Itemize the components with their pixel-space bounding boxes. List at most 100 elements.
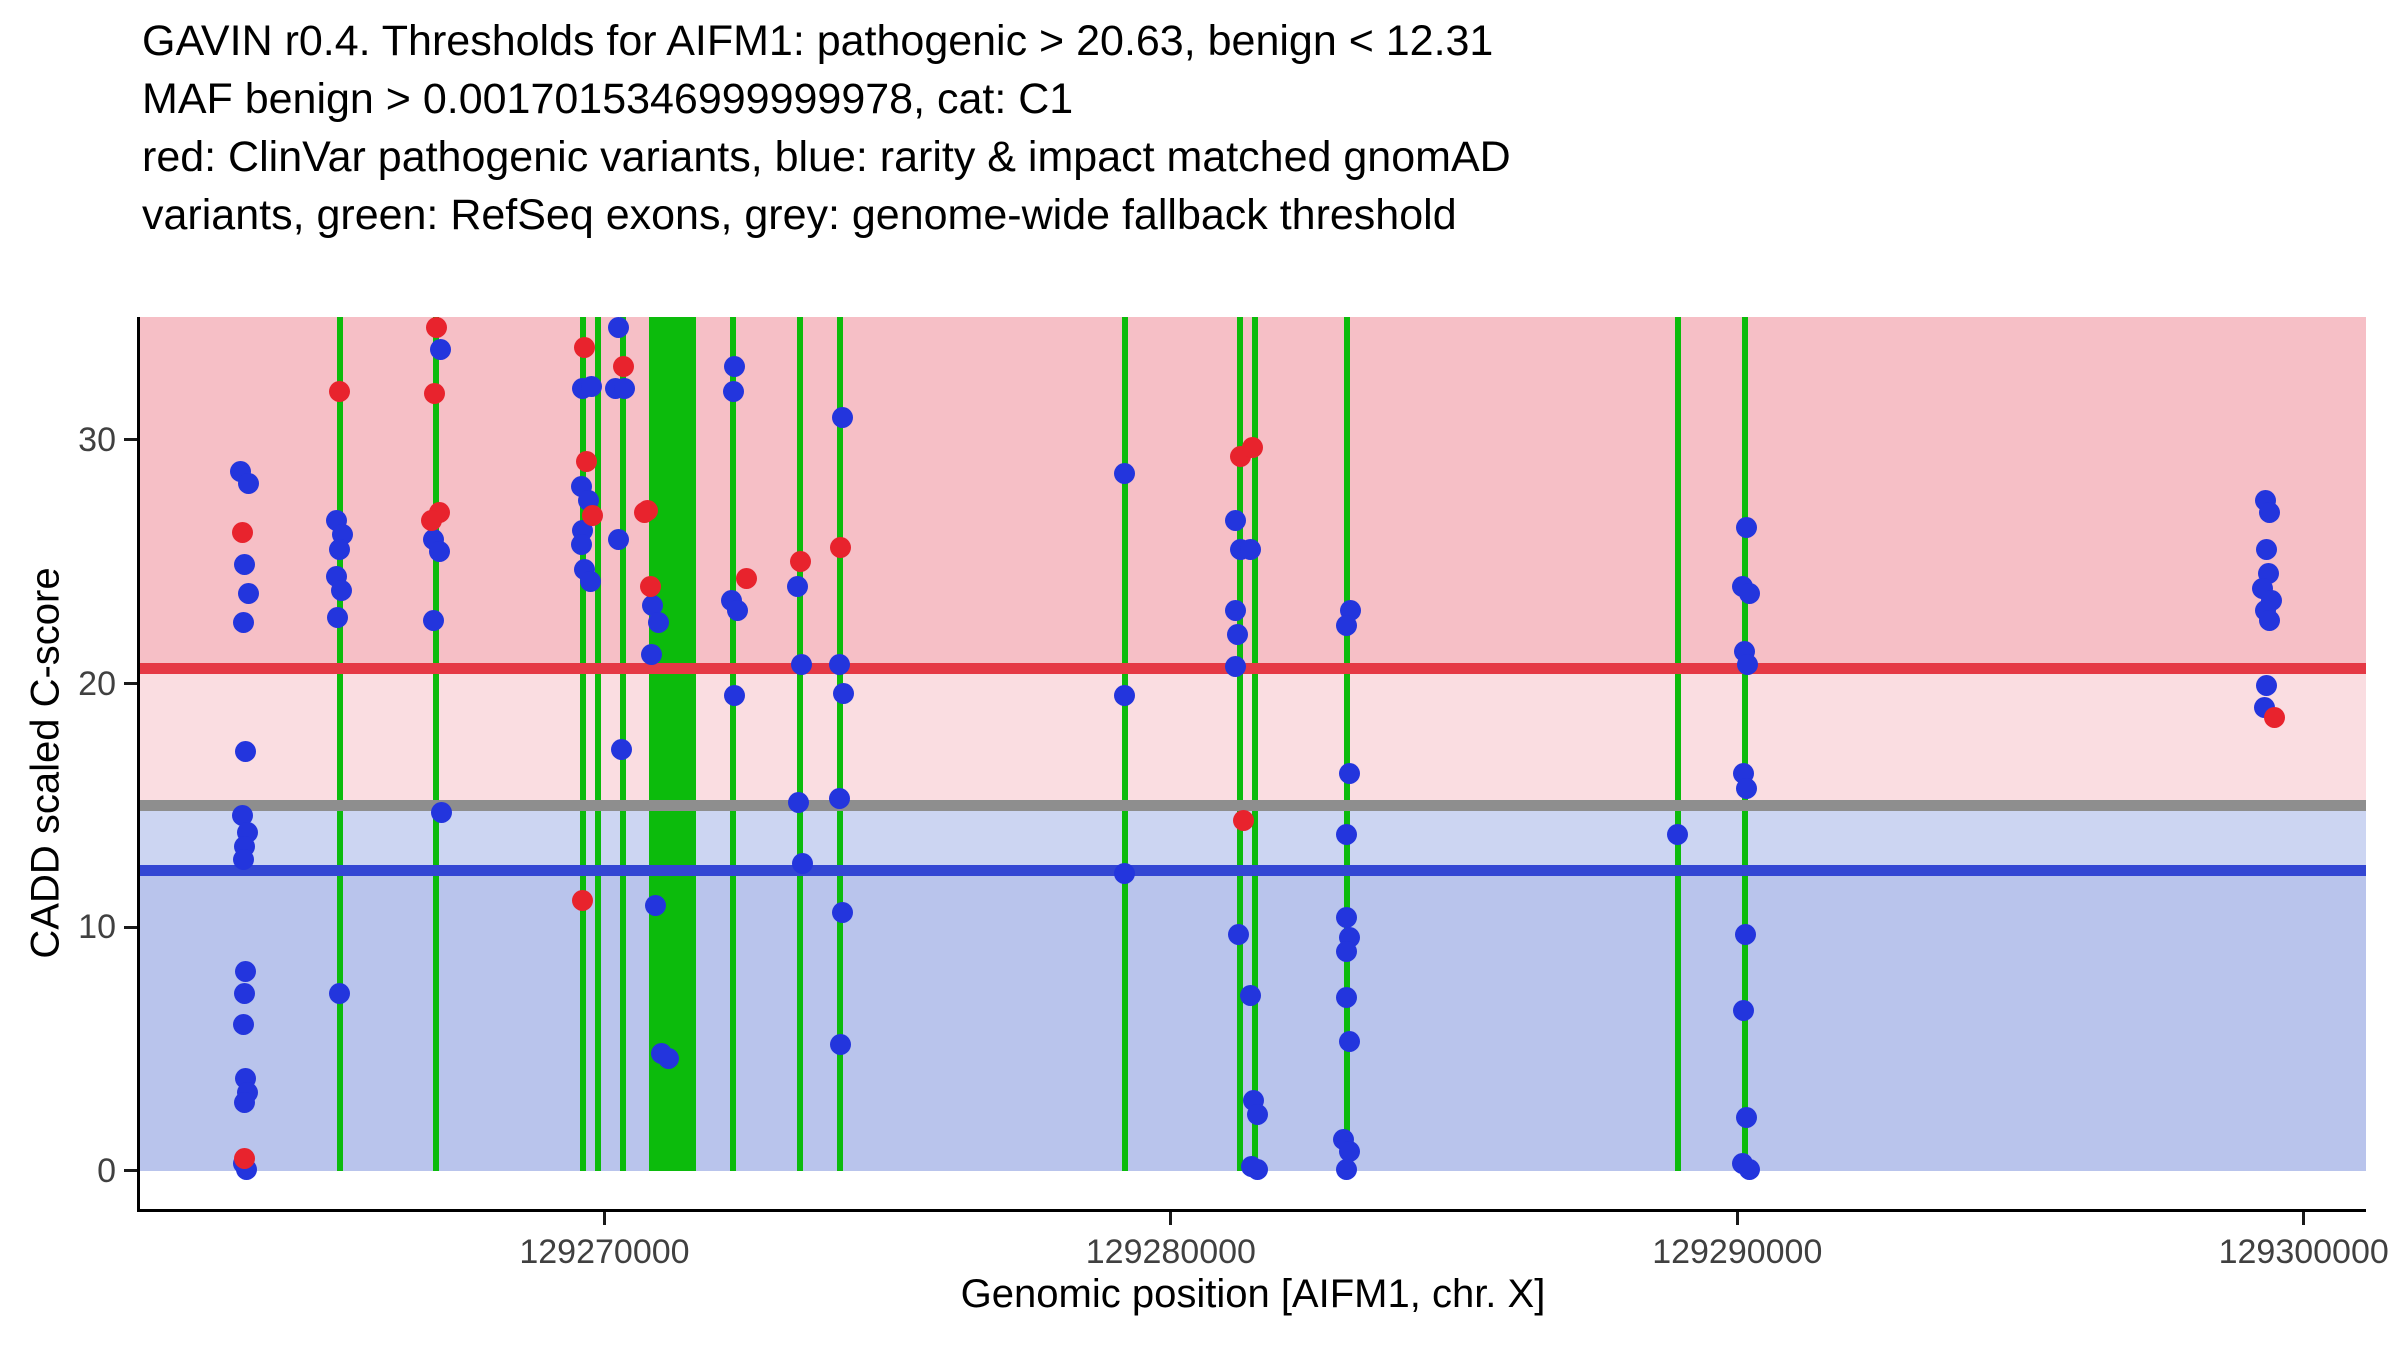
plot-panel (140, 317, 2366, 1209)
gnomad-variant-point (1736, 777, 1758, 799)
gnomad-variant-point (235, 960, 257, 982)
gnomad-variant-point (645, 894, 667, 916)
refseq-exon-block (649, 317, 697, 1171)
gnomad-variant-point (614, 378, 636, 400)
gnomad-variant-point (1225, 655, 1247, 677)
x-tick-label: 129290000 (1652, 1233, 1823, 1271)
gnomad-variant-point (1335, 824, 1357, 846)
clinvar-variant-point (829, 536, 851, 558)
gnomad-variant-point (1335, 907, 1357, 929)
gnomad-variant-point (1114, 863, 1136, 885)
gnomad-variant-point (648, 612, 670, 634)
x-axis-line (137, 1209, 2366, 1212)
gnomad-variant-point (787, 792, 809, 814)
y-axis-tick (124, 438, 137, 442)
clinvar-variant-point (234, 1148, 255, 1170)
gnomad-variant-point (326, 607, 348, 629)
gnomad-variant-point (233, 553, 255, 575)
x-axis-tick (1169, 1212, 1173, 1225)
gnomad-variant-point (1335, 614, 1357, 636)
gnomad-variant-point (1339, 1031, 1361, 1053)
refseq-exon-line (595, 317, 602, 1171)
gnomad-variant-point (1228, 924, 1250, 946)
gnomad-variant-point (727, 599, 749, 621)
clinvar-variant-point (421, 509, 443, 531)
gnomad-variant-point (2255, 539, 2277, 560)
gnomad-variant-point (1736, 517, 1758, 539)
clinvar-variant-point (231, 521, 253, 543)
gnomad-variant-point (2259, 502, 2281, 524)
gnomad-variant-point (1339, 1140, 1361, 1162)
gnomad-variant-point (232, 612, 254, 634)
gnomad-variant-point (1225, 599, 1247, 621)
gnomad-variant-point (608, 317, 630, 339)
clinvar-variant-point (424, 383, 446, 405)
gnomad-variant-point (423, 609, 445, 631)
gnomad-variant-point (611, 738, 633, 760)
gnomad-variant-point (234, 1092, 255, 1114)
x-axis-title: Genomic position [AIFM1, chr. X] (960, 1272, 1546, 1316)
gnomad-variant-point (831, 902, 853, 924)
gnomad-variant-point (723, 356, 745, 378)
clinvar-variant-point (1242, 436, 1264, 458)
clinvar-variant-point (576, 451, 598, 473)
gnomad-variant-point (237, 582, 259, 604)
refseq-exon-line (1252, 317, 1259, 1171)
refseq-exon-line (1741, 317, 1748, 1171)
gnomad-variant-point (331, 580, 353, 602)
gnomad-variant-point (429, 339, 451, 361)
gnomad-variant-point (329, 539, 351, 560)
gnomad-variant-point (1335, 941, 1357, 963)
gnomad-variant-point (1246, 1159, 1268, 1181)
clinvar-variant-point (574, 336, 596, 358)
gnomad-variant-point (430, 802, 452, 824)
gnomad-variant-point (1733, 999, 1755, 1021)
gnomad-variant-point (1239, 539, 1261, 560)
gnomad-variant-point (2255, 675, 2277, 697)
plot-title: GAVIN r0.4. Thresholds for AIFM1: pathog… (142, 12, 1511, 244)
clinvar-variant-point (2264, 707, 2286, 729)
plot-title-line-2: MAF benign > 0.0017015346999999978, cat:… (142, 75, 1074, 123)
gnomad-variant-point (828, 653, 850, 675)
gnomad-variant-point (1736, 1106, 1758, 1128)
x-tick-label: 129300000 (2218, 1233, 2389, 1271)
y-axis-title: CADD scaled C-score (23, 567, 68, 959)
plot-title-line-1: GAVIN r0.4. Thresholds for AIFM1: pathog… (142, 17, 1494, 65)
gnomad-variant-point (723, 380, 745, 402)
gnomad-variant-point (1114, 685, 1136, 707)
gnomad-variant-point (580, 570, 602, 592)
x-axis-tick (2302, 1212, 2306, 1225)
gnomad-variant-point (2259, 609, 2281, 631)
gnomad-variant-point (1336, 1159, 1358, 1181)
gnomad-variant-point (232, 848, 254, 870)
benign-threshold-line (140, 865, 2366, 877)
clinvar-variant-point (329, 380, 351, 402)
gnomad-variant-point (428, 541, 450, 563)
gnomad-variant-point (829, 787, 851, 809)
gnomad-variant-point (1738, 1159, 1760, 1181)
gnomad-variant-point (833, 682, 855, 704)
gnomad-variant-point (658, 1048, 680, 1070)
plot-title-line-3: red: ClinVar pathogenic variants, blue: … (142, 133, 1511, 181)
gnomad-variant-point (1338, 763, 1360, 785)
gnomad-variant-point (1734, 924, 1756, 946)
clinvar-variant-point (425, 317, 447, 339)
gnomad-variant-point (1224, 509, 1246, 531)
pathogenic-threshold-line (140, 662, 2366, 674)
gnomad-variant-point (1114, 463, 1136, 485)
refseq-exon-line (580, 317, 587, 1171)
refseq-exon-line (1236, 317, 1243, 1171)
x-tick-label: 129270000 (519, 1233, 690, 1271)
gnomad-variant-point (238, 473, 260, 495)
fallback-threshold-line (140, 799, 2366, 811)
clinvar-variant-point (633, 502, 655, 524)
gnomad-variant-point (329, 982, 351, 1004)
refseq-exon-line (1674, 317, 1681, 1171)
gnomad-variant-point (231, 804, 253, 826)
y-tick-label: 0 (97, 1151, 116, 1190)
gnomad-variant-point (790, 653, 812, 675)
refseq-exon-line (1343, 317, 1350, 1171)
clinvar-variant-point (1233, 809, 1255, 831)
refseq-exon-line (797, 317, 804, 1171)
refseq-exon-line (837, 317, 844, 1171)
